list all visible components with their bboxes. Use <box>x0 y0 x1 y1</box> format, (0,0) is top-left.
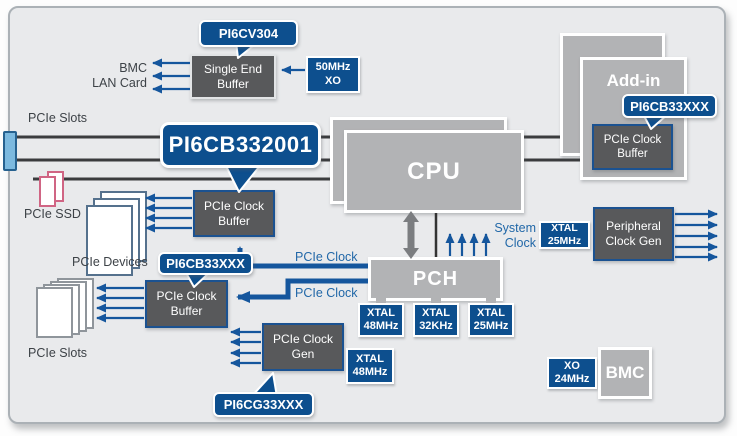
pcie-clock-upper-label: PCIe Clock <box>295 250 358 264</box>
pcie-clock-buffer-addin-block: PCIe Clock Buffer <box>592 124 673 170</box>
pch-xtal-stub <box>431 296 441 306</box>
pcie-devices-label: PCIe Devices <box>72 255 148 269</box>
pcie-clock-buffer-bottom-block: PCIe Clock Buffer <box>145 280 228 328</box>
pcie-slot-connector <box>3 131 17 171</box>
pcie-clock-buffer-top-block: PCIe Clock Buffer <box>193 190 275 237</box>
callout-pi6cg33xxx: PI6CG33XXX <box>213 392 314 417</box>
pch-block: PCH <box>368 257 503 301</box>
pcie-clock-lower-label: PCIe Clock <box>295 286 358 300</box>
pch-xtal-stub <box>376 296 386 306</box>
callout-pi6cb33xxx-addin: PI6CB33XXX <box>622 94 717 118</box>
bmc-block: BMC <box>598 347 652 399</box>
pcie-slots-top-label: PCIe Slots <box>28 111 88 125</box>
pcie-device-card <box>86 205 133 276</box>
pcie-slots-bottom-label: PCIe Slots <box>28 346 88 360</box>
callout-pi6cv304: PI6CV304 <box>199 20 298 47</box>
pch-xtal-stub <box>486 296 496 306</box>
pcie-clock-gen-block: PCIe Clock Gen <box>262 323 344 371</box>
callout-pi6cb332001: PI6CB332001 <box>160 122 321 168</box>
cpu-block: CPU <box>344 130 524 213</box>
pcie-ssd-label: PCIe SSD <box>24 207 81 221</box>
callout-pi6cb33xxx-left: PI6CB33XXX <box>158 252 253 275</box>
bmc-lan-card-label: BMC LAN Card <box>92 61 147 90</box>
pcie-ssd-card-front <box>39 176 56 207</box>
pcie-slot-card <box>36 287 73 338</box>
peripheral-clock-gen-block: Peripheral Clock Gen <box>593 207 674 261</box>
single-end-buffer-block: Single End Buffer <box>190 54 276 99</box>
